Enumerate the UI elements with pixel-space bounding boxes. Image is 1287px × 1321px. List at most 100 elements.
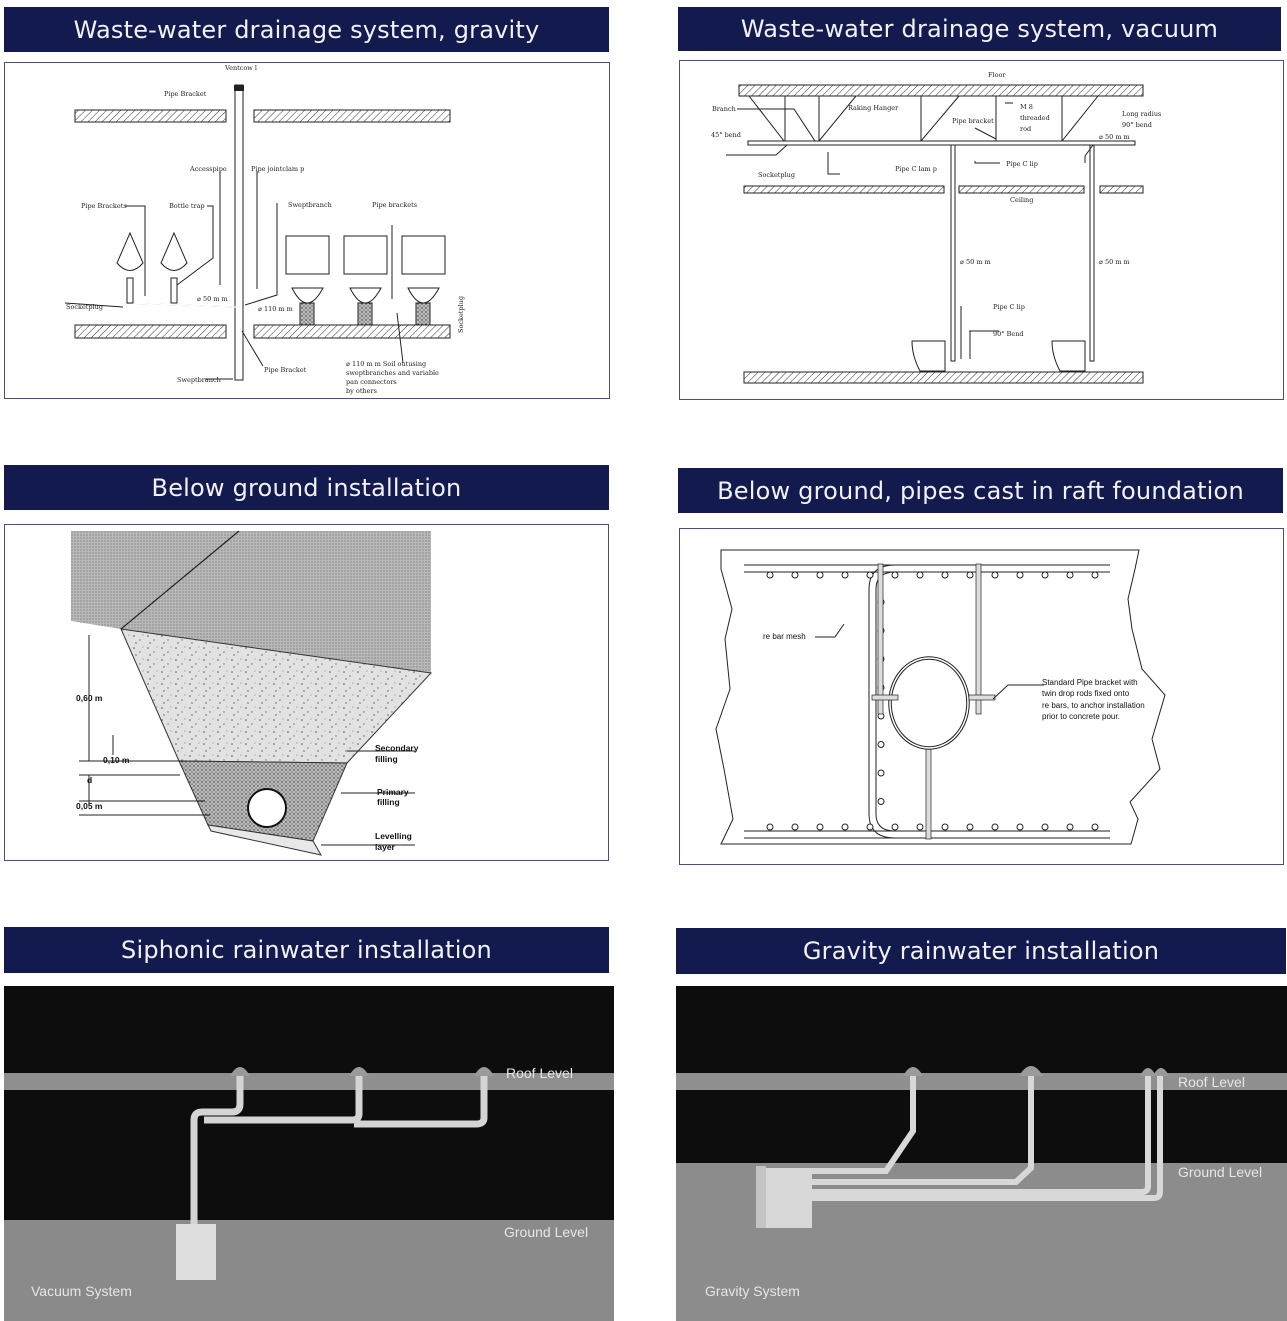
- label-pipe-brackets-left: Pipe Brackets: [81, 202, 127, 210]
- pipe-bracket-ring: [888, 656, 970, 750]
- rebar-dot: [941, 823, 949, 831]
- urinal-icons: [116, 231, 188, 304]
- rebar-dot: [866, 823, 874, 831]
- panel-title-below-ground: Below ground installation: [4, 465, 609, 510]
- toilet-icons: [285, 235, 446, 326]
- rebar-dot: [877, 798, 885, 805]
- rebar-dot: [877, 769, 885, 777]
- floor-slab: [743, 371, 1144, 384]
- render-gravity-rainwater: Roof Level Ground Level Gravity System: [676, 986, 1287, 1321]
- bracket-flange: [871, 694, 899, 701]
- ground-surface: [71, 531, 431, 673]
- label-m8-line2: threaded: [1020, 114, 1050, 122]
- label-depth-005: 0,05 m: [76, 801, 103, 811]
- label-note-line3: pan connectors: [346, 378, 397, 386]
- label-branch: Branch: [712, 105, 736, 113]
- rebar-dot: [941, 571, 949, 579]
- rebar-dot: [841, 571, 849, 579]
- label-depth-010: 0,10 m: [103, 755, 130, 765]
- label-raft-note-line1: Standard Pipe bracket with: [1042, 678, 1138, 687]
- label-roof-level: Roof Level: [506, 1065, 573, 1081]
- rebar-dot: [991, 823, 999, 831]
- panel-title-gravity-rainwater: Gravity rainwater installation: [676, 928, 1286, 974]
- label-ground-level: Ground Level: [504, 1224, 588, 1240]
- label-levelling-layer-2: layer: [375, 842, 396, 852]
- vertical-pipe: [950, 144, 956, 362]
- label-swept-branch-bottom: Sweptbranch: [177, 376, 221, 384]
- rebar-lines: [744, 564, 1110, 839]
- drop-rod: [877, 563, 884, 715]
- rebar-dot: [1041, 571, 1049, 579]
- label-rebar-mesh: re bar mesh: [763, 632, 806, 641]
- label-pipe-bracket-bottom: Pipe Bracket: [264, 366, 307, 374]
- label-note-line1: ⌀ 110 m m Soil outusing: [346, 360, 426, 368]
- render-siphonic-rainwater: Roof Level Ground Level Vacuum System: [4, 986, 614, 1321]
- ground-crack-line: [120, 530, 240, 630]
- label-swept-branch-top: Sweptbranch: [288, 201, 332, 209]
- horizontal-pipe: [747, 140, 1136, 146]
- label-raft-note-line3: re bars, to anchor installation: [1042, 701, 1145, 710]
- rebar-dot: [916, 571, 924, 579]
- label-gravity-system: Gravity System: [705, 1283, 800, 1299]
- label-ceiling: Ceiling: [1010, 196, 1033, 204]
- diagram-below-ground: 0,60 m 0,10 m d 0,05 m Secondary filling…: [4, 524, 609, 861]
- rebar-dot: [1016, 571, 1024, 579]
- leader-lines: [726, 102, 1094, 359]
- panel-title-gravity: Waste-water drainage system, gravity: [4, 7, 609, 52]
- ceiling-slab: [743, 185, 945, 194]
- label-diameter-50-top: ⌀ 50 m m: [1099, 133, 1130, 141]
- label-floor: Floor: [988, 71, 1006, 79]
- rebar-dot: [766, 823, 774, 831]
- drop-rod: [925, 746, 932, 840]
- siphonic-pipes: [190, 1076, 488, 1228]
- label-vacuum-system: Vacuum System: [31, 1283, 132, 1299]
- rebar-dot: [791, 571, 799, 579]
- rebar-dot: [816, 571, 824, 579]
- roof-outlet-icons: [230, 1067, 494, 1076]
- rebar-dot: [1041, 823, 1049, 831]
- label-pipe-clip-bottom: Pipe C lip: [993, 303, 1025, 311]
- floor-slab: [738, 84, 1144, 97]
- label-diameter-50-left: ⌀ 50 m m: [960, 258, 991, 266]
- diagram-raft-foundation: re bar mesh Standard Pipe bracket with t…: [679, 528, 1284, 865]
- label-diameter-50-right: ⌀ 50 m m: [1099, 258, 1130, 266]
- panel-title-siphonic: Siphonic rainwater installation: [4, 927, 609, 973]
- label-pipe-joint-clamp: Pipe jointclam p: [251, 165, 304, 173]
- panel-title-vacuum: Waste-water drainage system, vacuum: [678, 7, 1281, 51]
- label-secondary-filling-1: Secondary: [375, 743, 419, 753]
- label-pipe-bracket: Pipe bracket: [952, 117, 994, 125]
- vent-cowl: [234, 85, 244, 91]
- label-roof-level-gravity: Roof Level: [1178, 1074, 1245, 1090]
- label-bottle-trap: Bottle trap: [169, 202, 205, 210]
- label-levelling-layer-1: Levelling: [375, 831, 412, 841]
- collection-tank: [762, 1168, 812, 1228]
- ceiling-slab: [1099, 185, 1144, 194]
- label-raft-note-line4: prior to concrete pour.: [1042, 712, 1120, 721]
- dimension-lines: [79, 635, 415, 846]
- floor-slab: [253, 109, 451, 123]
- label-socket-plug: Socketplug: [758, 171, 795, 179]
- drop-rod: [975, 563, 982, 715]
- bracket-flange: [968, 694, 996, 701]
- concrete-slab-outline: [715, 549, 1166, 845]
- label-primary-filling-1: Primary: [377, 787, 409, 797]
- rebar-dot: [966, 823, 974, 831]
- rebar-dot: [991, 571, 999, 579]
- label-d: d: [87, 775, 92, 785]
- leader-lines: [815, 623, 1044, 700]
- label-pipe-bracket-top: Pipe Bracket: [164, 90, 207, 98]
- floor-slab: [74, 109, 227, 123]
- rebar-dot: [877, 741, 885, 748]
- label-45-bend: 45° bend: [711, 131, 741, 139]
- label-primary-filling-2: filling: [377, 797, 400, 807]
- label-long-radius-line1: Long radius: [1122, 110, 1161, 118]
- rebar-dot: [766, 571, 774, 579]
- label-note-line2: sweptbranches and variable: [346, 369, 439, 377]
- rebar-dot: [1091, 823, 1099, 831]
- vacuum-toilet-icons: [911, 340, 1086, 372]
- floor-slab: [253, 324, 451, 339]
- label-m8-line1: M 8: [1020, 103, 1033, 111]
- rebar-dot: [916, 823, 924, 831]
- roof-band: [4, 1073, 614, 1090]
- diagram-vacuum-drainage: Floor Branch 45° bend Raking Hanger M 8 …: [679, 60, 1284, 400]
